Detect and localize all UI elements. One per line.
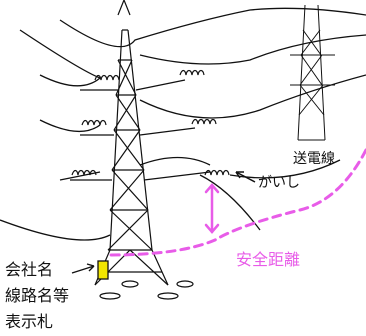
safety-distance-label: 安全距離 bbox=[236, 250, 301, 269]
tower-footings bbox=[99, 280, 194, 300]
insulator-label: がいし bbox=[258, 175, 300, 191]
sign-label-line1: 会社名 bbox=[5, 260, 54, 279]
sign-plate bbox=[71, 260, 109, 280]
safety-distance-marking bbox=[108, 148, 366, 257]
insulators bbox=[71, 69, 230, 176]
power-lines bbox=[0, 7, 366, 241]
distant-tower bbox=[290, 4, 335, 141]
power-line-label: 送電線 bbox=[293, 151, 335, 167]
sign-label-line3: 表示札 bbox=[5, 312, 54, 331]
insulator-pointer bbox=[235, 171, 256, 183]
sign-label-line2: 線路名等 bbox=[5, 286, 70, 305]
main-tower bbox=[70, 0, 211, 286]
